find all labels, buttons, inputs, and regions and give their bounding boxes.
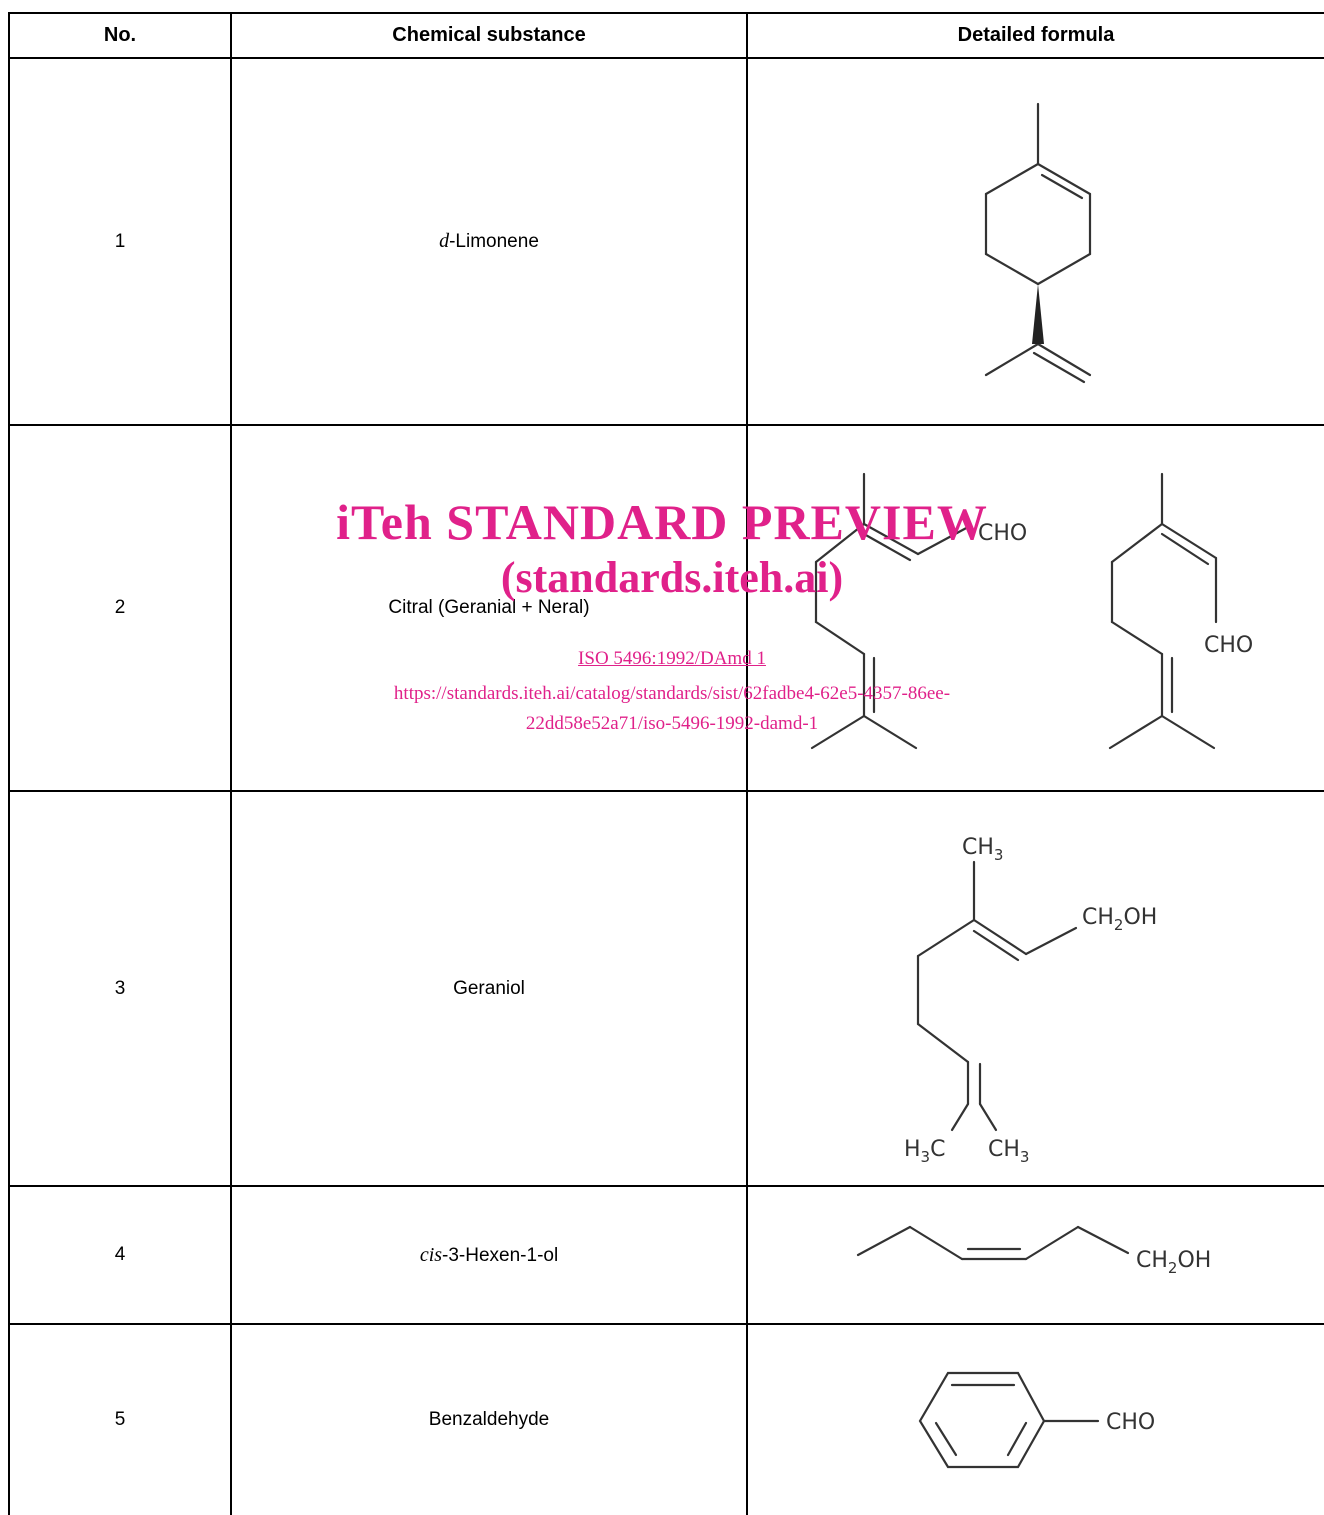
- row-4-substance: cis-3-Hexen-1-ol: [232, 1187, 746, 1323]
- row-1-prefix: d: [439, 230, 450, 252]
- watermark-url-line-1: https://standards.iteh.ai/catalog/standa…: [393, 683, 951, 704]
- header-no: No.: [103, 24, 137, 46]
- row-4-name: -3-Hexen-1-ol: [442, 1244, 559, 1266]
- row-border-top: [8, 12, 1324, 14]
- watermark-title: iTeh STANDARD PREVIEW: [336, 494, 988, 550]
- citral-structure: CHO CHO: [810, 472, 1253, 750]
- row-5-substance: Benzaldehyde: [428, 1409, 550, 1430]
- row-3-substance: Geraniol: [453, 977, 525, 999]
- benzaldehyde-label-cho: CHO: [1106, 1410, 1155, 1435]
- watermark-standard-link[interactable]: ISO 5496:1992/DAmd 1: [578, 648, 766, 669]
- row-1-substance: d-Limonene: [232, 59, 746, 424]
- geraniol-label-h3c: H3C: [904, 1137, 945, 1166]
- row-5-no: 5: [114, 1409, 126, 1430]
- row-1-name: -Limonene: [449, 231, 539, 252]
- geraniol-label-ch2oh: CH2OH: [1082, 905, 1157, 934]
- watermark-subtitle: (standards.iteh.ai): [500, 553, 844, 602]
- watermark-url-line-2: 22dd58e52a71/iso-5496-1992-damd-1: [525, 713, 819, 734]
- col-border-2: [746, 12, 748, 1515]
- hexenol-label-ch2oh: CH2OH: [1136, 1248, 1211, 1277]
- geraniol-structure: CH3 CH2OH H3C CH3: [904, 835, 1157, 1166]
- row-2-no: 2: [114, 597, 126, 618]
- row-1-no: 1: [114, 230, 126, 252]
- row-4-prefix: cis: [419, 1243, 443, 1266]
- hexenol-structure: CH2OH: [856, 1225, 1211, 1277]
- row-border-2: [8, 790, 1324, 792]
- benzaldehyde-structure: CHO: [918, 1371, 1155, 1469]
- row-3-no: 3: [114, 977, 126, 999]
- citral-label-cho-2: CHO: [1204, 633, 1253, 658]
- row-border-4: [8, 1323, 1324, 1325]
- geraniol-label-ch3-bottom: CH3: [988, 1137, 1029, 1166]
- citral-label-cho-1: CHO: [978, 521, 1027, 546]
- row-border-1: [8, 424, 1324, 426]
- geraniol-label-ch3-top: CH3: [962, 835, 1003, 864]
- header-chemical-substance: Chemical substance: [392, 24, 586, 46]
- row-2-substance: Citral (Geranial + Neral): [388, 597, 590, 618]
- header-detailed-formula: Detailed formula: [957, 24, 1115, 46]
- row-border-header: [8, 57, 1324, 59]
- col-border-1: [230, 12, 232, 1515]
- col-border-left: [8, 12, 10, 1515]
- limonene-structure: [984, 102, 1092, 384]
- row-border-3: [8, 1185, 1324, 1187]
- row-4-no: 4: [114, 1244, 126, 1265]
